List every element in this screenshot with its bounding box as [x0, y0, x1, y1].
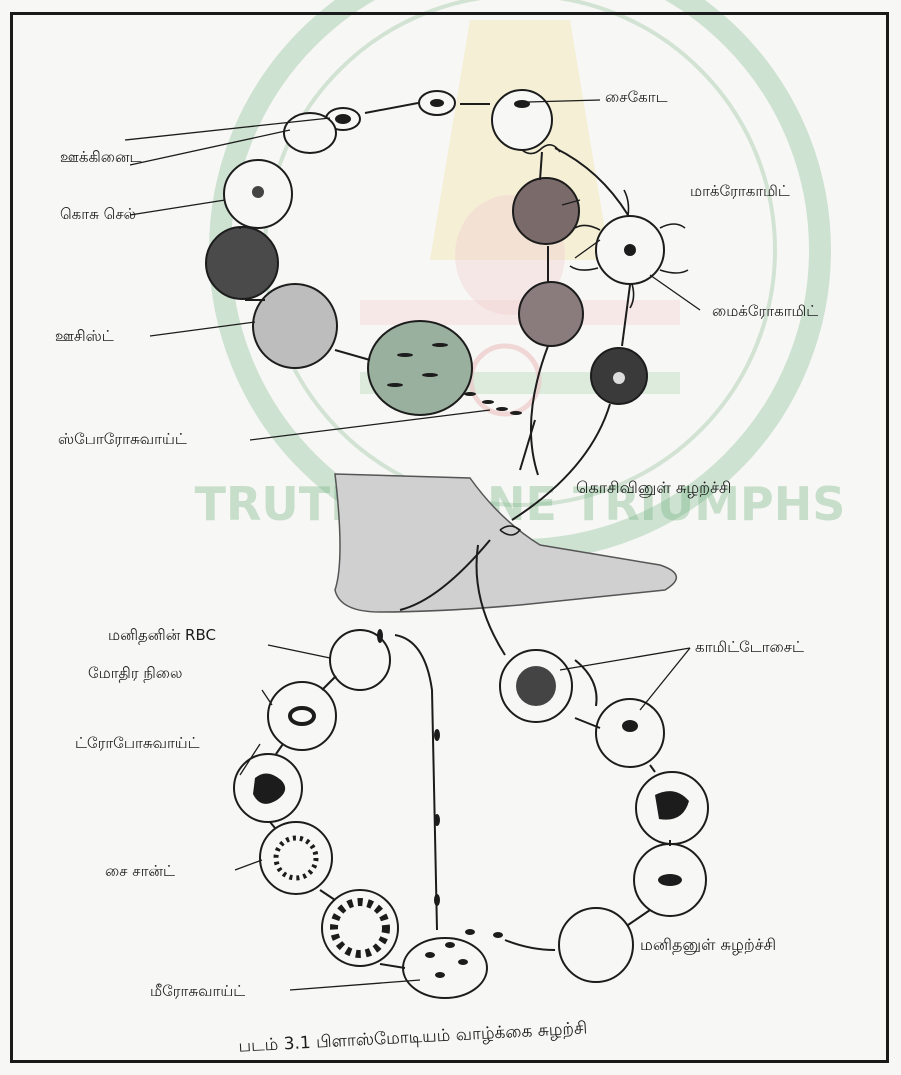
diagram-frame	[10, 12, 889, 1063]
